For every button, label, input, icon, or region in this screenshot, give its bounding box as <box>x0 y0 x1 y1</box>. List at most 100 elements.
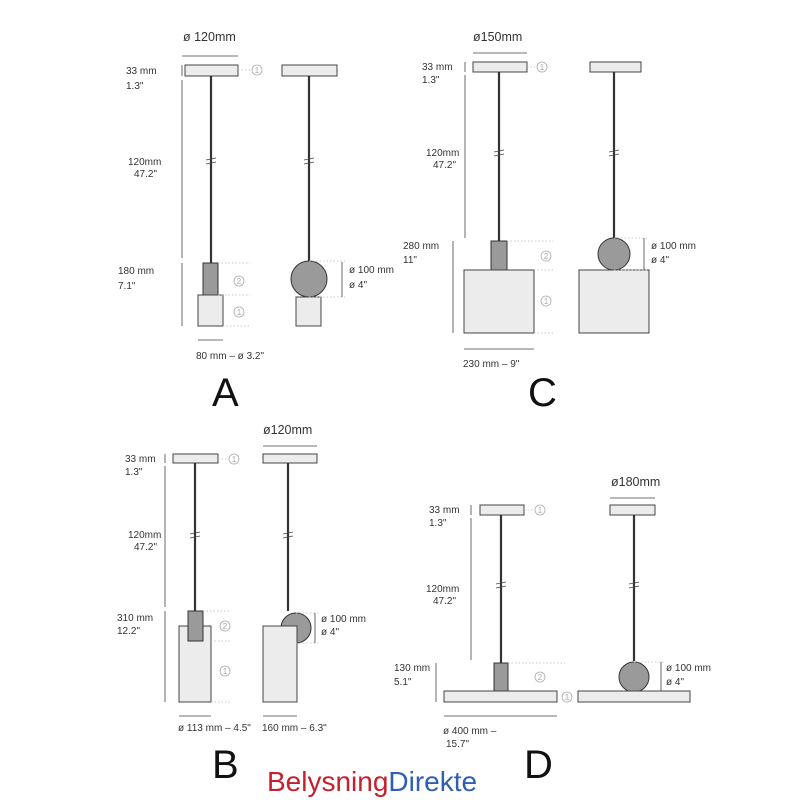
canopy-side-view <box>262 453 318 464</box>
marker-1-circle <box>561 691 573 703</box>
break-mark <box>628 581 640 585</box>
canopy-height-mm: 33 mm <box>126 66 157 77</box>
sphere-diameter-mm: ø 100 mm <box>349 265 394 276</box>
canopy <box>472 61 528 73</box>
shade-height-mm: 280 mm <box>403 241 439 252</box>
break-mark <box>205 157 217 161</box>
brand-logo-part1: Belysning <box>267 766 388 797</box>
diagram-b: ø120mm 33 mm 1.3" 1 120mm 47.2" 310 mm 1… <box>117 423 366 787</box>
shade-width-label: ø 400 mm – <box>443 726 497 737</box>
marker-1-circle <box>534 504 546 516</box>
break-mark <box>189 535 201 539</box>
sphere <box>290 260 328 298</box>
break-mark <box>608 149 620 153</box>
cord-length-in: 47.2" <box>433 160 456 171</box>
break-mark <box>205 161 217 165</box>
cord-length-mm: 120mm <box>426 148 459 159</box>
break-mark <box>493 149 505 153</box>
shade-side-view <box>578 269 650 334</box>
marker-2-label: 2 <box>223 622 228 631</box>
connector-cylinder <box>187 610 204 642</box>
sphere <box>618 661 650 693</box>
break-mark <box>189 531 201 535</box>
canopy-side-view <box>609 504 656 516</box>
sphere-diameter-mm: ø 100 mm <box>651 241 696 252</box>
canopy-height-in: 1.3" <box>422 75 440 86</box>
shade-width-label: 80 mm – ø 3.2" <box>196 351 264 362</box>
canopy-height-mm: 33 mm <box>125 454 156 465</box>
shade-width-label: ø 113 mm – 4.5" <box>178 723 251 734</box>
break-mark <box>608 153 620 157</box>
canopy-height-in: 1.3" <box>429 518 447 529</box>
connector-cylinder <box>202 262 219 296</box>
canopy-side-view <box>589 61 642 73</box>
shade-height-in: 11" <box>403 255 417 266</box>
shade <box>443 690 558 703</box>
brand-logo: BelysningDirekte <box>267 766 477 797</box>
shade-height-mm: 180 mm <box>118 266 154 277</box>
marker-1-circle <box>251 64 263 76</box>
cord-length-mm: 120mm <box>426 584 459 595</box>
diagram-d: ø180mm 33 mm 1.3" 1 120mm 47.2" 130 mm 5… <box>394 475 711 787</box>
diagram-letter: A <box>212 371 239 415</box>
canopy-diameter-label: ø 120mm <box>183 30 236 44</box>
canopy-diameter-label: ø180mm <box>611 475 660 489</box>
sphere-diameter-mm: ø 100 mm <box>321 614 366 625</box>
diagram-c: ø150mm 33 mm 1.3" 1 120mm 47.2" 280 mm 1… <box>403 30 696 415</box>
shade-width-label-in: 15.7" <box>446 739 469 750</box>
break-mark <box>495 581 507 585</box>
diagram-letter: C <box>528 371 557 415</box>
break-mark <box>303 161 315 165</box>
sphere-diameter-mm: ø 100 mm <box>666 663 711 674</box>
marker-1-circle <box>219 665 231 677</box>
marker-1-circle <box>540 295 552 307</box>
connector-cylinder <box>493 662 509 692</box>
canopy-height-in: 1.3" <box>125 467 143 478</box>
shade-height-in: 5.1" <box>394 677 412 688</box>
marker-1-label: 1 <box>223 667 228 676</box>
marker-1-label: 1 <box>538 506 543 515</box>
canopy-diameter-label: ø120mm <box>263 423 312 437</box>
canopy-side-view <box>281 64 338 77</box>
marker-2-label: 2 <box>237 277 242 286</box>
break-mark <box>303 157 315 161</box>
marker-1-label: 1 <box>565 693 570 702</box>
shade-side-view <box>295 296 322 327</box>
marker-2-circle <box>540 250 552 262</box>
marker-1-circle <box>536 61 548 73</box>
break-mark <box>628 585 640 589</box>
diagram-letter: B <box>212 743 239 787</box>
canopy-diameter-label: ø150mm <box>473 30 522 44</box>
marker-2-label: 2 <box>544 252 549 261</box>
marker-2-circle <box>233 275 245 287</box>
break-mark <box>495 585 507 589</box>
marker-1-label: 1 <box>255 66 260 75</box>
canopy <box>172 453 219 464</box>
shade-height-mm: 130 mm <box>394 663 430 674</box>
shade-height-in: 12.2" <box>117 626 140 637</box>
marker-1-label: 1 <box>232 455 237 464</box>
canopy <box>184 64 239 77</box>
canopy-height-in: 1.3" <box>126 81 144 92</box>
marker-1-label: 1 <box>540 63 545 72</box>
cord-length-in: 47.2" <box>134 542 157 553</box>
shade-height-mm: 310 mm <box>117 613 153 624</box>
break-mark <box>493 153 505 157</box>
sphere-diameter-in: ø 4" <box>349 280 367 291</box>
sphere-diameter-in: ø 4" <box>651 255 669 266</box>
shade-height-in: 7.1" <box>118 281 136 292</box>
cord-length-in: 47.2" <box>433 596 456 607</box>
shade-side-view <box>262 625 298 703</box>
brand-logo-part2: Direkte <box>388 766 477 797</box>
marker-2-label: 2 <box>538 673 543 682</box>
marker-1-label: 1 <box>237 308 242 317</box>
marker-1-circle <box>233 306 245 318</box>
cord-length-mm: 120mm <box>128 157 161 168</box>
shade <box>463 269 535 334</box>
connector-cylinder <box>490 240 508 271</box>
shade-side-view <box>577 690 691 703</box>
diagram-letter: D <box>524 743 553 787</box>
cord-length-in: 47.2" <box>134 169 157 180</box>
marker-1-circle <box>228 453 240 465</box>
